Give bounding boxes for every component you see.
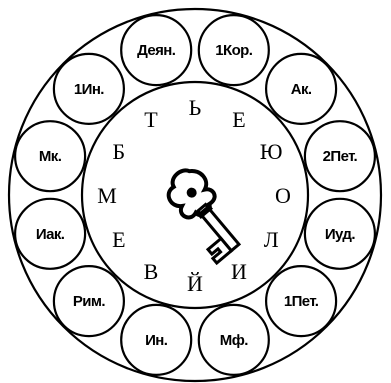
book-circle: Мк.	[15, 121, 85, 191]
dial-letter: Т	[144, 107, 158, 132]
book-circle: Ак.	[266, 54, 336, 124]
book-label: Иак.	[36, 226, 65, 243]
dial-letter: Й	[187, 271, 203, 296]
dial-letter: Е	[112, 227, 125, 252]
book-circle: Иак.	[15, 199, 85, 269]
book-label: 1Кор.	[215, 42, 252, 59]
key-icon	[156, 162, 251, 263]
book-label: 2Пет.	[323, 148, 358, 165]
dial-letter: О	[275, 183, 291, 208]
dial-letter: Ь	[189, 95, 202, 120]
dial-letter: Л	[264, 227, 279, 252]
dial-letter: М	[97, 183, 117, 208]
dial-letter: Ю	[260, 139, 283, 164]
book-circle: Рим.	[54, 266, 124, 336]
book-label: Деян.	[137, 42, 176, 59]
book-circle: Ин.	[121, 305, 191, 375]
book-circle: 1Пет.	[266, 266, 336, 336]
book-label: Мк.	[39, 148, 62, 165]
dial-letter: В	[144, 259, 159, 284]
book-label: Рим.	[73, 293, 106, 310]
dial-letter: Б	[112, 139, 125, 164]
book-label: Иуд.	[325, 226, 355, 243]
dial-letter: И	[231, 259, 247, 284]
book-label: 1Ин.	[74, 81, 104, 98]
book-label: Ак.	[291, 81, 312, 98]
book-circle: Иуд.	[305, 199, 375, 269]
book-circle: 1Кор.	[199, 15, 269, 85]
book-circle: 1Ин.	[54, 54, 124, 124]
book-circle: Деян.	[121, 15, 191, 85]
book-label: Ин.	[145, 332, 168, 349]
book-label: Мф.	[220, 332, 248, 349]
book-circle: 2Пет.	[305, 121, 375, 191]
book-circle: Мф.	[199, 305, 269, 375]
dial-letter: Е	[232, 107, 245, 132]
book-label: 1Пет.	[284, 293, 319, 310]
